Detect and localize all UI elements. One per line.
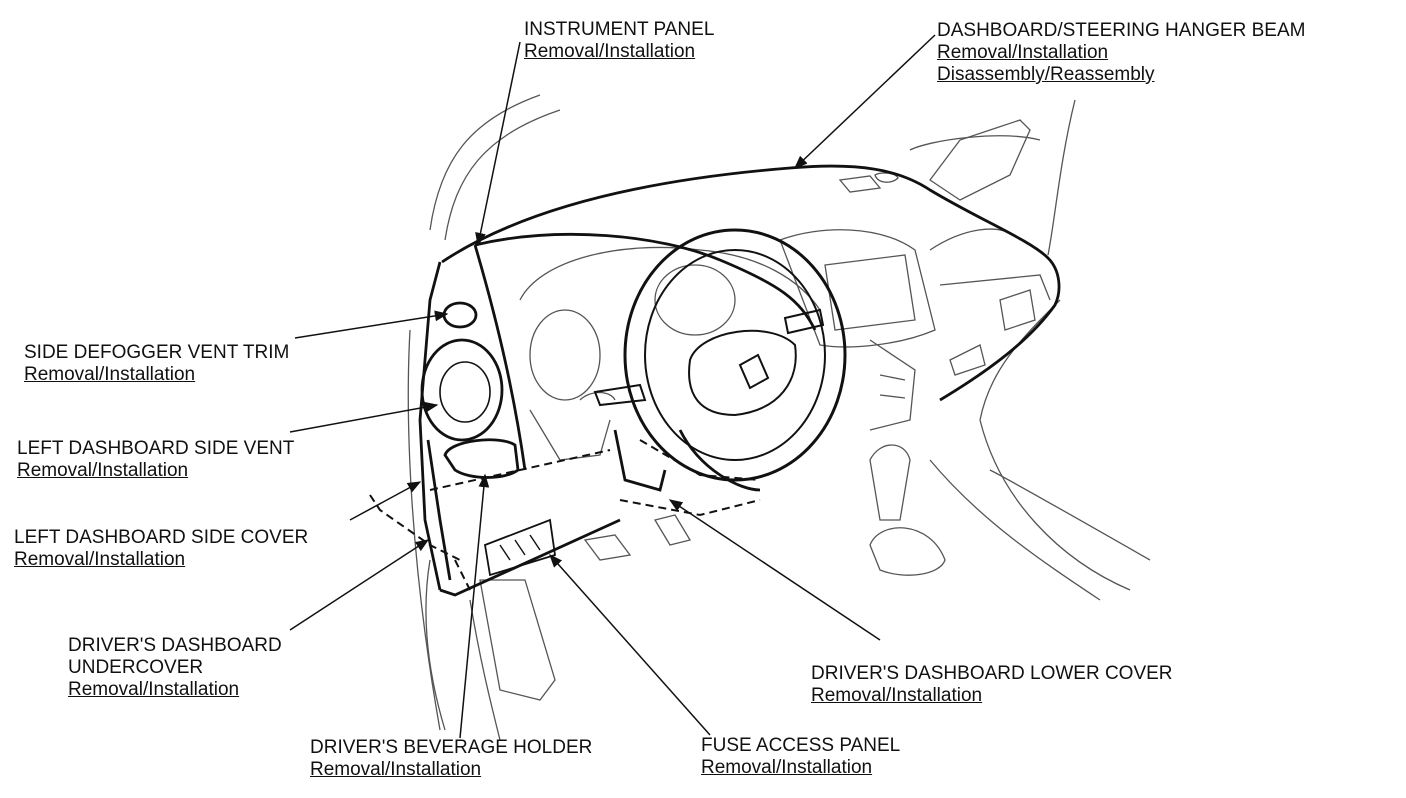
leader-lines: [289, 34, 936, 739]
removable-parts-dashed: [369, 439, 761, 591]
leader-left-side-cover: [349, 481, 422, 521]
leader-undercover: [289, 539, 430, 631]
callout-instrument-panel: INSTRUMENT PANEL Removal/Installation: [524, 19, 714, 63]
removal-installation-link[interactable]: Removal/Installation: [17, 460, 189, 481]
leader-left-side-vent: [289, 401, 439, 433]
callout-undercover: DRIVER'S DASHBOARD UNDERCOVER Removal/In…: [68, 635, 282, 701]
dashboard-heavy-outline: [418, 164, 1061, 597]
leader-beverage-holder: [459, 473, 490, 739]
removal-installation-link[interactable]: Removal/Installation: [24, 364, 196, 385]
removal-installation-link[interactable]: Removal/Installation: [14, 549, 186, 570]
disassembly-reassembly-link[interactable]: Disassembly/Reassembly: [937, 64, 1155, 85]
callout-title-line-2: UNDERCOVER: [68, 657, 204, 678]
callout-title: INSTRUMENT PANEL: [524, 19, 715, 40]
callout-beverage-holder: DRIVER'S BEVERAGE HOLDER Removal/Install…: [310, 737, 592, 781]
leader-fuse-panel: [549, 553, 711, 736]
callout-left-side-cover: LEFT DASHBOARD SIDE COVER Removal/Instal…: [14, 527, 308, 571]
callout-title: DASHBOARD/STEERING HANGER BEAM: [937, 20, 1306, 41]
callout-lower-cover: DRIVER'S DASHBOARD LOWER COVER Removal/I…: [811, 663, 1173, 707]
callout-side-defogger: SIDE DEFOGGER VENT TRIM Removal/Installa…: [24, 342, 289, 386]
leader-instrument-panel: [475, 41, 521, 247]
callout-title: LEFT DASHBOARD SIDE VENT: [17, 438, 295, 459]
callout-left-side-vent: LEFT DASHBOARD SIDE VENT Removal/Install…: [17, 438, 294, 482]
callout-title: FUSE ACCESS PANEL: [701, 735, 901, 756]
removal-installation-link[interactable]: Removal/Installation: [68, 679, 240, 700]
callout-title: DRIVER'S BEVERAGE HOLDER: [310, 737, 593, 758]
callout-title: DRIVER'S DASHBOARD LOWER COVER: [811, 663, 1173, 684]
leader-lower-cover: [668, 499, 881, 641]
callout-title: LEFT DASHBOARD SIDE COVER: [14, 527, 309, 548]
removal-installation-link[interactable]: Removal/Installation: [937, 42, 1109, 63]
removal-installation-link[interactable]: Removal/Installation: [524, 41, 696, 62]
removal-installation-link[interactable]: Removal/Installation: [811, 685, 983, 706]
car-body-outline: [407, 94, 1151, 741]
leader-side-defogger: [294, 310, 449, 339]
callout-title-line-1: DRIVER'S DASHBOARD: [68, 635, 282, 656]
callout-fuse-panel: FUSE ACCESS PANEL Removal/Installation: [701, 735, 900, 779]
callout-title: SIDE DEFOGGER VENT TRIM: [24, 342, 290, 363]
callout-dashboard-beam: DASHBOARD/STEERING HANGER BEAM Removal/I…: [937, 20, 1305, 86]
removal-installation-link[interactable]: Removal/Installation: [701, 757, 873, 778]
removal-installation-link[interactable]: Removal/Installation: [310, 759, 482, 780]
leader-dashboard-beam: [794, 34, 936, 169]
